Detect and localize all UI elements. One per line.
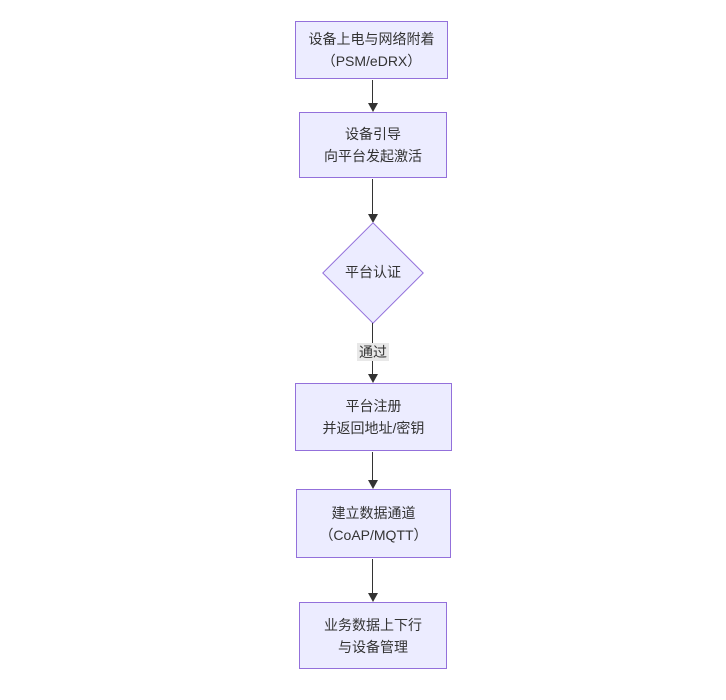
edge-line <box>372 452 373 480</box>
node-label-line: 设备引导 <box>345 126 401 142</box>
node-power-attach: 设备上电与网络附着 （PSM/eDRX） <box>295 21 448 79</box>
node-label-line: 与设备管理 <box>338 638 408 655</box>
arrowhead-icon <box>368 374 378 383</box>
node-label-line: 平台注册 <box>345 398 402 414</box>
node-bootstrap: 设备引导 向平台发起激活 <box>299 112 447 178</box>
arrowhead-icon <box>368 103 378 112</box>
node-label-line: （CoAP/MQTT） <box>319 526 428 543</box>
node-label-line: 平台认证 <box>345 264 401 280</box>
node-business-data: 业务数据上下行 与设备管理 <box>299 602 447 669</box>
node-platform-register: 平台注册 并返回地址/密钥 <box>295 383 452 451</box>
node-label-line: （PSM/eDRX） <box>321 53 422 69</box>
arrowhead-icon <box>368 480 378 489</box>
arrowhead-icon <box>368 214 378 223</box>
node-label-line: 向平台发起激活 <box>324 148 422 164</box>
node-label-line: 并返回地址/密钥 <box>322 420 425 436</box>
edge-line <box>372 80 373 103</box>
edge-label-pass: 通过 <box>357 343 389 361</box>
node-label-line: 设备上电与网络附着 <box>308 31 435 47</box>
node-label-line: 业务数据上下行 <box>324 616 422 633</box>
node-label-line: 建立数据通道 <box>331 504 416 521</box>
node-data-channel: 建立数据通道 （CoAP/MQTT） <box>296 489 451 558</box>
edge-line <box>372 559 373 593</box>
arrowhead-icon <box>368 593 378 602</box>
edge-line <box>372 179 373 214</box>
